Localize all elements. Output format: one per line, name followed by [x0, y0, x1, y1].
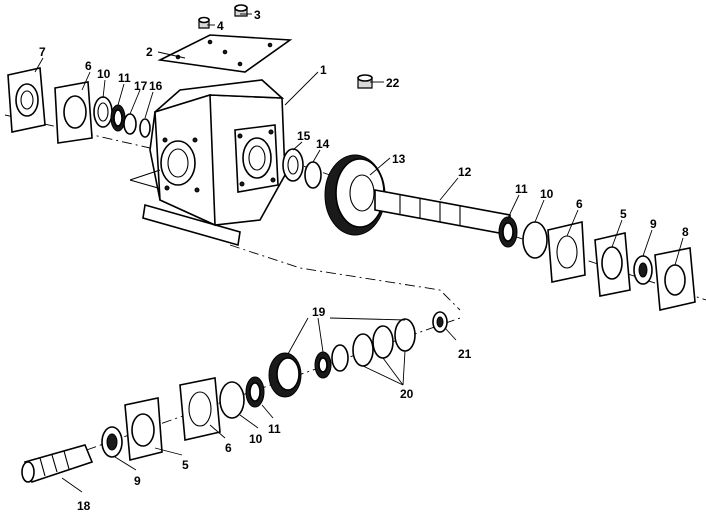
callout-leaders: [34, 13, 684, 493]
callout-1: 1: [320, 63, 327, 77]
callout-9-lower: 9: [134, 474, 141, 488]
callout-6-right: 6: [576, 197, 583, 211]
callout-8: 8: [682, 225, 689, 239]
callout-numbers: 3 4 2 1 22 7 6 10 11 17 16 15 14 13 12 1…: [39, 8, 689, 513]
callout-6-left: 6: [85, 59, 92, 73]
callout-2: 2: [146, 45, 153, 59]
left-bearing-stack: [7, 67, 151, 144]
callout-3: 3: [254, 8, 261, 22]
callout-17: 17: [134, 79, 148, 93]
callout-5-right: 5: [620, 207, 627, 221]
gearbox-housing: [129, 79, 286, 247]
callout-10-left: 10: [97, 67, 111, 81]
callout-11-lower: 11: [268, 422, 281, 436]
callout-7: 7: [39, 45, 46, 59]
callout-5-lower: 5: [182, 458, 189, 472]
callout-18: 18: [77, 499, 91, 513]
right-shaft-assembly: [282, 148, 696, 311]
callout-22: 22: [386, 76, 400, 90]
callout-11-right: 11: [515, 182, 528, 196]
callout-20: 20: [400, 387, 414, 401]
callout-10-lower: 10: [249, 432, 263, 446]
callout-14: 14: [316, 137, 330, 151]
callout-21: 21: [458, 347, 472, 361]
callout-19: 19: [312, 305, 326, 319]
callout-16: 16: [149, 79, 163, 93]
callout-9-right: 9: [650, 217, 657, 231]
callout-6-lower: 6: [225, 441, 232, 455]
callout-12: 12: [458, 165, 472, 179]
callout-15: 15: [297, 129, 311, 143]
callout-4: 4: [217, 19, 224, 33]
lower-gear-assembly: [21, 311, 448, 484]
callout-13: 13: [392, 152, 406, 166]
cover-plate: [157, 34, 293, 73]
callout-10-right: 10: [540, 187, 554, 201]
callout-11-left: 11: [118, 71, 131, 85]
